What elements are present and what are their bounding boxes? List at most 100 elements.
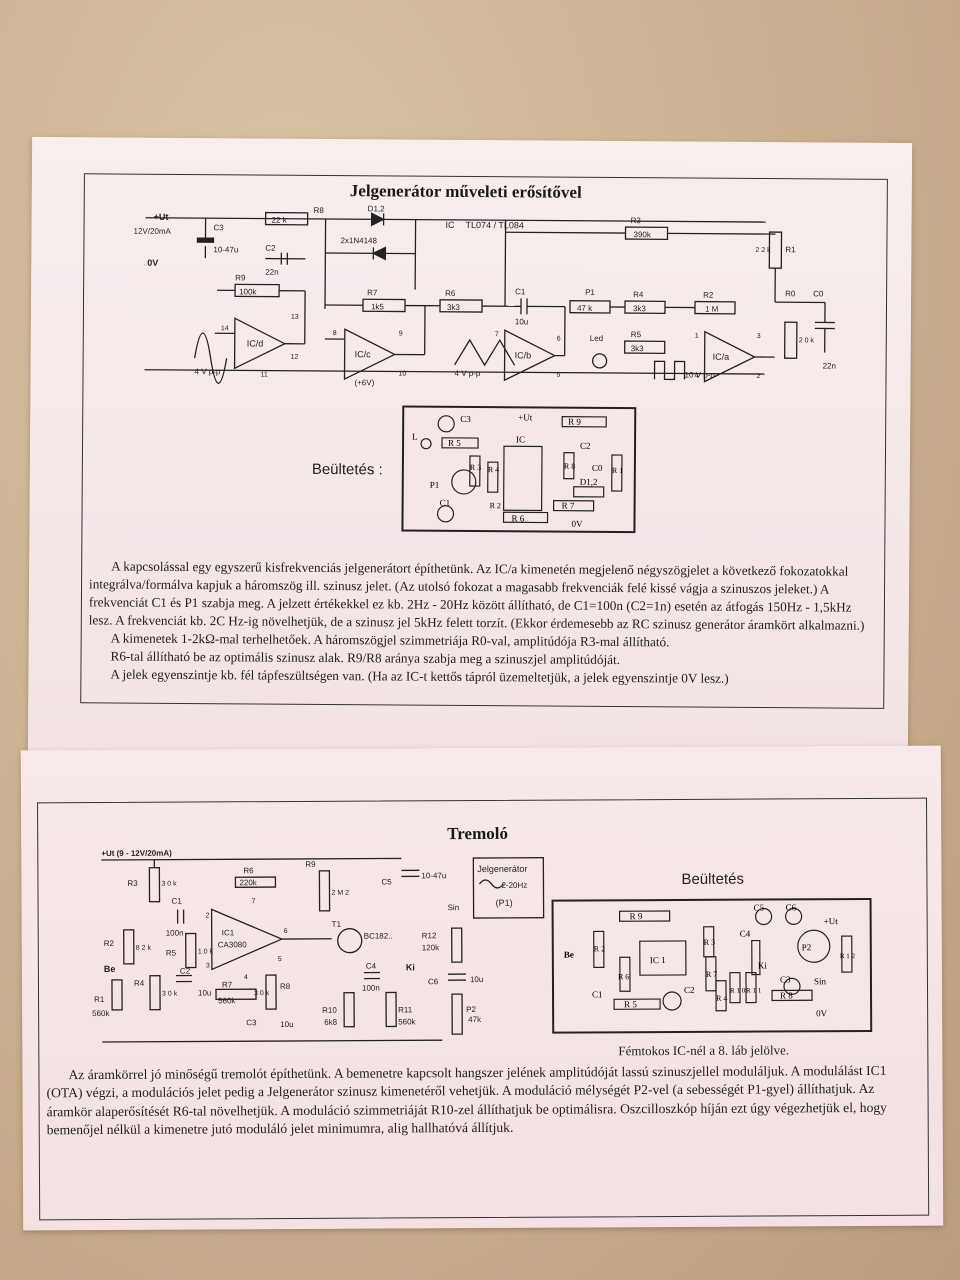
t-r12-value: 120k	[422, 943, 440, 952]
pin-7: 7	[495, 331, 499, 338]
c1-value: 10u	[515, 317, 528, 326]
pcb-label-r3: R 3	[470, 463, 481, 472]
t-r2-label: R2	[104, 939, 115, 948]
pcb2-label-r12: R 1 2	[840, 952, 856, 960]
c2-label: C2	[265, 244, 276, 253]
pin-3: 3	[757, 333, 761, 340]
pin-5: 5	[557, 372, 561, 379]
bottom-title: Tremoló	[447, 823, 508, 844]
pcb-label-r6: R 6	[511, 513, 524, 523]
pcb-label-c2: C2	[580, 441, 591, 451]
icb-label: IC/b	[515, 350, 532, 360]
pin-2: 2	[756, 373, 760, 380]
r1-label: R1	[785, 245, 796, 254]
pcb-label-r1: R 1	[612, 466, 623, 475]
pcb2-label-c2: C2	[684, 985, 695, 995]
pcb-label-d12: D1,2	[580, 477, 598, 487]
pcb2-label-c4: C4	[740, 929, 751, 939]
t-c1-label: C1	[172, 897, 183, 906]
d12-label: D1,2	[368, 204, 386, 213]
c3-value: 10-47u	[213, 245, 238, 254]
t-r2-value: 8 2 k	[136, 945, 152, 952]
t-r11-value: 560k	[398, 1017, 416, 1026]
pcb2-label-be: Be	[564, 950, 574, 960]
t-c6-value: 10u	[470, 975, 483, 984]
t-r5-value: 1 0 k	[198, 948, 214, 955]
pcb2-label-r2: R 2	[594, 944, 605, 953]
pin-10: 10	[399, 370, 407, 377]
pcb-label-r5: R 5	[448, 438, 461, 448]
c1-label: C1	[515, 287, 526, 296]
t-c3-value: 10u	[280, 1020, 293, 1029]
pcb-label-ut: +Ut	[518, 412, 533, 422]
pcb-label-ic: IC	[516, 434, 525, 444]
t-pin-5: 5	[278, 956, 282, 963]
signal-generator-schematic	[144, 211, 835, 384]
pin-6: 6	[557, 336, 561, 343]
ic-type-label: TL074 / TL084	[466, 220, 524, 230]
t-c2-value: 10u	[198, 988, 211, 997]
pcb2-label-0v: 0V	[816, 1008, 828, 1018]
pcb2-label-c1: C1	[592, 989, 603, 999]
pcb-label-p1: P1	[430, 480, 440, 490]
r8-label: R8	[314, 206, 325, 215]
pcb2-label-r9: R 9	[630, 911, 643, 921]
pcb2-label-ki: Ki	[758, 961, 768, 971]
ic-label: IC	[446, 220, 456, 230]
t-r12-label: R12	[422, 931, 437, 940]
t-jelgen-p1: (P1)	[496, 898, 513, 908]
pcb2-label-c6: C6	[786, 902, 797, 912]
pin-11: 11	[260, 372, 267, 379]
t-r4-value: 3 0 k	[162, 991, 178, 998]
pcb-label-r8: R 8	[564, 462, 575, 471]
t-c4-value: 100n	[362, 984, 380, 993]
pin-12: 12	[291, 354, 299, 361]
t-pin-3: 3	[206, 962, 210, 969]
bottom-layout-caption: Fémtokos IC-nél a 8. láb jelölve.	[618, 1042, 790, 1059]
r6-value: 3k3	[447, 303, 461, 312]
t-c2-label: C2	[180, 967, 191, 976]
pcb-label-r9: R 9	[568, 417, 581, 427]
t-c1-value: 100n	[166, 929, 184, 938]
pcb2-label-sin: Sin	[814, 976, 827, 986]
t-r8-label: R8	[280, 982, 291, 991]
t-ki-label: Ki	[406, 962, 415, 972]
pin-14: 14	[221, 325, 229, 332]
t-c3-label: C3	[246, 1018, 257, 1027]
triangle-amplitude: 4 V p-p	[455, 369, 481, 378]
icc-label: IC/c	[355, 349, 372, 359]
t-r9-value: 2 M 2	[331, 890, 349, 897]
tremolo-supply-label: +Ut (9 - 12V/20mA)	[101, 849, 172, 858]
pcb2-label-r6: R 6	[618, 972, 629, 981]
top-layout-label: Beültetés :	[311, 460, 383, 479]
signal-generator-labels: +Ut 12V/20mA 0V C3 10-47u 22 k R8 D1,2 2…	[133, 204, 835, 387]
plus6-label: (+6V)	[354, 378, 374, 387]
t-r9-label: R9	[305, 860, 316, 869]
ground-label: 0V	[147, 258, 158, 268]
pin-8: 8	[333, 330, 337, 337]
t-r1-value: 560k	[92, 1009, 110, 1018]
pin-9: 9	[399, 331, 403, 338]
t-r11-label: R11	[398, 1005, 413, 1014]
t-ic1-label: IC1	[222, 928, 235, 937]
bottom-sheet: Tremoló +Ut (9 - 12V/20mA) R3 3 0 k C1 1…	[20, 745, 944, 1231]
top-description: A kapcsolással egy egyszerű kisfrekvenci…	[88, 557, 875, 688]
r9-label: R9	[235, 273, 246, 282]
t-r7-value: 560k	[218, 996, 236, 1005]
t-r10-label: R10	[322, 1006, 337, 1015]
c3-label: C3	[214, 223, 225, 232]
pcb-label-c0: C0	[592, 463, 603, 473]
r7-value: 1k5	[371, 302, 385, 311]
t-r5-label: R5	[166, 949, 177, 958]
t-p2-label: P2	[466, 1005, 476, 1014]
icd-label: IC/d	[247, 338, 264, 348]
p1-value: 47 k	[577, 304, 593, 313]
pcb2-label-ut: +Ut	[824, 916, 839, 926]
pcb-label-l: L	[412, 432, 418, 442]
bottom-pcb-drawing	[593, 907, 853, 1012]
r3-value: 390k	[633, 230, 651, 239]
t-c6-label: C6	[428, 977, 439, 986]
r5-value: 3k3	[631, 344, 645, 353]
r2-label: R2	[703, 291, 714, 300]
t-r10-value: 6k8	[324, 1018, 337, 1027]
